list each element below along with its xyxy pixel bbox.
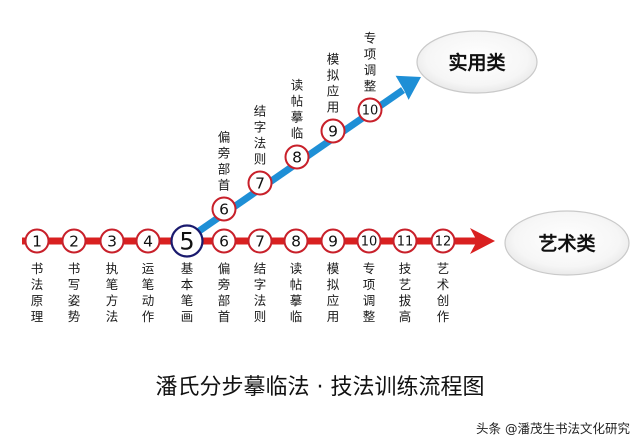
art-group-label: 艺术类	[538, 232, 595, 255]
main-node-circle	[99, 228, 125, 254]
main-node-number: 11	[397, 235, 414, 250]
main-node-2: 2 书写姿势	[61, 228, 87, 324]
branch-step-label: 结字法则	[254, 104, 267, 167]
main-step-label: 书写姿势	[68, 261, 81, 324]
main-node-number: 4	[143, 233, 153, 251]
main-node-circle	[247, 228, 273, 254]
watermark: 头条 @潘茂生书法文化研究	[476, 421, 630, 436]
main-node-circle	[356, 228, 382, 254]
main-node-circle	[320, 228, 346, 254]
main-node-number: 9	[328, 233, 338, 251]
branch-step-label: 读帖摹临	[291, 78, 304, 141]
main-node-circle	[24, 228, 50, 254]
main-node-4: 4 运笔动作	[135, 228, 161, 324]
branch-node-circle	[247, 170, 273, 196]
practical-group-label: 实用类	[448, 51, 505, 74]
main-node-5: 5 基本笔画	[170, 224, 204, 324]
branch-node-number: 10	[362, 104, 379, 119]
branch-step-label: 专项调整	[364, 31, 377, 94]
main-step-label: 技艺拔高	[399, 261, 412, 324]
main-flow-arrow	[470, 228, 495, 254]
main-step-label: 结字法则	[254, 261, 267, 324]
branch-node-circle	[357, 97, 383, 123]
main-node-number: 5	[179, 228, 194, 256]
main-node-number: 7	[255, 233, 265, 251]
main-node-circle	[392, 228, 418, 254]
main-node-7: 7 结字法则	[247, 228, 273, 324]
main-node-circle	[430, 228, 456, 254]
main-step-label: 读帖摹临	[290, 261, 303, 324]
branch-node-number: 7	[255, 175, 265, 193]
branch-node-circle	[320, 118, 346, 144]
branch-node-4: 9 模拟应用	[320, 52, 346, 144]
main-node-circle	[61, 228, 87, 254]
main-steps: 1 书法原理 2 书写姿势 3 执笔方法 4 运笔动作 5 基本笔画 6 偏旁部首 7 结字法则 8 读帖摹临…	[24, 224, 456, 324]
branch-node-number: 9	[328, 123, 338, 141]
branch-flow-arrow	[395, 75, 421, 100]
main-node-6: 6 偏旁部首	[211, 228, 237, 324]
main-node-3: 3 执笔方法	[99, 228, 125, 324]
main-node-number: 3	[107, 233, 117, 251]
main-node-number: 2	[69, 233, 79, 251]
main-node-number: 12	[435, 235, 452, 250]
branch-node-number: 8	[292, 149, 302, 167]
branch-node-number: 6	[219, 201, 229, 219]
branch-step-label: 模拟应用	[327, 52, 340, 115]
main-node-number: 1	[32, 233, 42, 251]
branch-steps: 6 偏旁部首 7 结字法则 8 读帖摹临 9 模拟应用 10 专项调整	[211, 31, 383, 222]
main-step-label: 艺术创作	[437, 261, 450, 324]
main-node-circle	[283, 228, 309, 254]
art-group-ellipse	[504, 210, 630, 276]
main-node-number: 10	[361, 235, 378, 250]
branch-node-5: 10 专项调整	[357, 31, 383, 123]
main-node-11: 11 技艺拔高	[392, 228, 418, 324]
main-node-9: 9 模拟应用	[320, 228, 346, 324]
main-node-1: 1 书法原理	[24, 228, 50, 324]
main-node-circle	[135, 228, 161, 254]
main-node-number: 6	[219, 233, 229, 251]
main-step-label: 专项调整	[363, 261, 376, 324]
main-step-label: 偏旁部首	[218, 261, 231, 324]
branch-node-3: 8 读帖摹临	[284, 78, 310, 170]
main-step-label: 书法原理	[31, 261, 44, 324]
main-step-label: 模拟应用	[327, 261, 340, 324]
branch-node-1: 6 偏旁部首	[211, 130, 237, 222]
branch-node-circle	[211, 196, 237, 222]
branch-node-circle	[284, 144, 310, 170]
diagram-title: 潘氏分步摹临法 · 技法训练流程图	[156, 375, 485, 400]
main-node-circle	[170, 224, 204, 258]
main-node-12: 12 艺术创作	[430, 228, 456, 324]
main-node-8: 8 读帖摹临	[283, 228, 309, 324]
practical-group-ellipse	[416, 30, 538, 94]
branch-step-label: 偏旁部首	[218, 130, 231, 193]
main-node-number: 8	[291, 233, 301, 251]
branch-node-2: 7 结字法则	[247, 104, 273, 196]
main-node-10: 10 专项调整	[356, 228, 382, 324]
main-step-label: 执笔方法	[106, 261, 119, 324]
main-step-label: 基本笔画	[181, 261, 194, 324]
main-node-circle	[211, 228, 237, 254]
main-step-label: 运笔动作	[142, 261, 155, 324]
